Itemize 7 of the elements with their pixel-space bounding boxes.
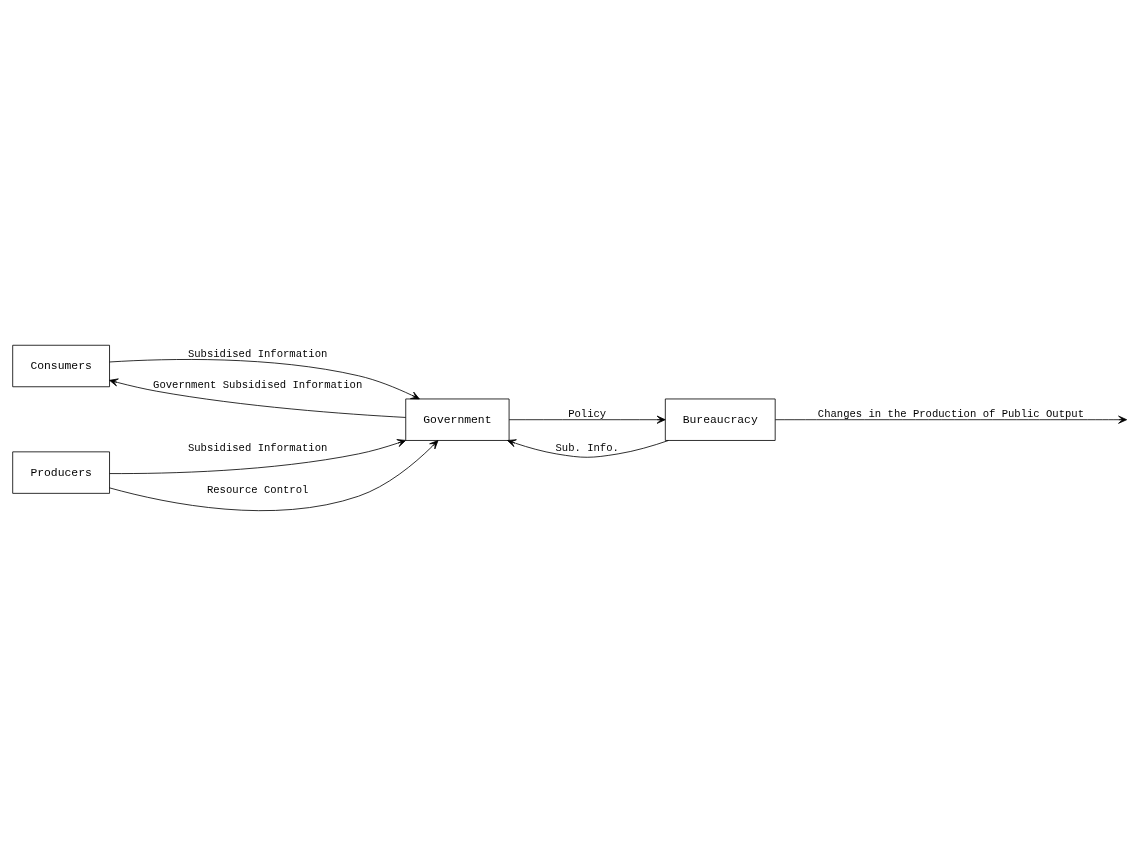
edge-label: Subsidised Information — [187, 347, 328, 360]
edge-label: Resource Control — [206, 484, 309, 497]
edge-label: Changes in the Production of Public Output — [817, 407, 1085, 420]
edge-label: Subsidised Information — [187, 441, 328, 454]
edge-label: Sub. Info. — [555, 441, 619, 454]
edge-label: Government Subsidised Information — [153, 379, 363, 392]
edge-label: Policy — [568, 407, 607, 420]
